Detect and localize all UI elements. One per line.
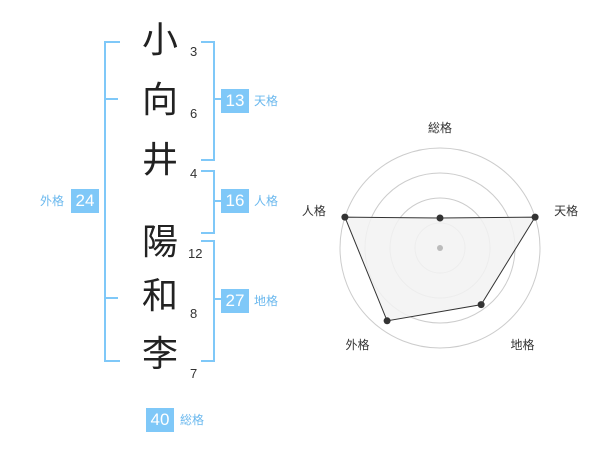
radar-axis-label: 地格 xyxy=(511,337,535,352)
radar-axis-label: 外格 xyxy=(345,337,369,352)
jinkaku-bracket-tick xyxy=(213,200,222,202)
gaikaku-bracket xyxy=(104,41,120,362)
radar-axis-label: 人格 xyxy=(302,203,326,218)
stroke-count-6: 7 xyxy=(190,366,198,381)
name-char-6: 李 xyxy=(141,334,178,375)
tenkaku-bracket xyxy=(201,41,215,161)
radar-center-dot xyxy=(437,245,443,251)
gaikaku-value: 24 xyxy=(71,189,99,213)
stroke-count-1: 3 xyxy=(190,44,198,59)
name-char-2: 向 xyxy=(141,80,178,121)
name-char-3: 井 xyxy=(141,140,178,181)
stroke-count-2: 6 xyxy=(190,106,198,121)
chikaku-bracket-tick xyxy=(213,298,222,300)
tenkaku-bracket-tick xyxy=(213,98,222,100)
jinkaku-value: 16 xyxy=(221,189,249,213)
radar-point xyxy=(477,301,485,309)
name-char-5: 和 xyxy=(141,276,178,317)
gaikaku-bracket-tick xyxy=(104,98,118,100)
soukaku-value: 40 xyxy=(146,408,174,432)
chikaku-label: 地格 xyxy=(254,294,279,308)
tenkaku-value: 13 xyxy=(221,89,249,113)
radar-point xyxy=(436,214,444,222)
stroke-count-5: 8 xyxy=(190,306,198,321)
soukaku-label: 総格 xyxy=(180,413,205,427)
name-char-1: 小 xyxy=(141,20,178,61)
chikaku-value: 27 xyxy=(221,289,249,313)
gaikaku-bracket-tick xyxy=(104,297,118,299)
name-char-4: 陽 xyxy=(141,222,178,263)
radar-polygon xyxy=(344,216,537,322)
radar-point xyxy=(383,317,391,325)
tenkaku-label: 天格 xyxy=(254,94,279,108)
jinkaku-bracket xyxy=(201,170,215,234)
radar-axis-label: 総格 xyxy=(428,120,452,135)
radar-point xyxy=(341,213,349,221)
jinkaku-label: 人格 xyxy=(254,194,279,208)
chikaku-bracket xyxy=(201,240,215,362)
radar-axis-label: 天格 xyxy=(554,203,578,218)
gaikaku-label: 外格 xyxy=(40,194,65,208)
stroke-count-3: 4 xyxy=(190,166,198,181)
radar-point xyxy=(531,213,539,221)
radar-ring xyxy=(339,147,541,349)
stroke-count-4: 12 xyxy=(188,246,203,261)
radar-points xyxy=(341,213,539,325)
